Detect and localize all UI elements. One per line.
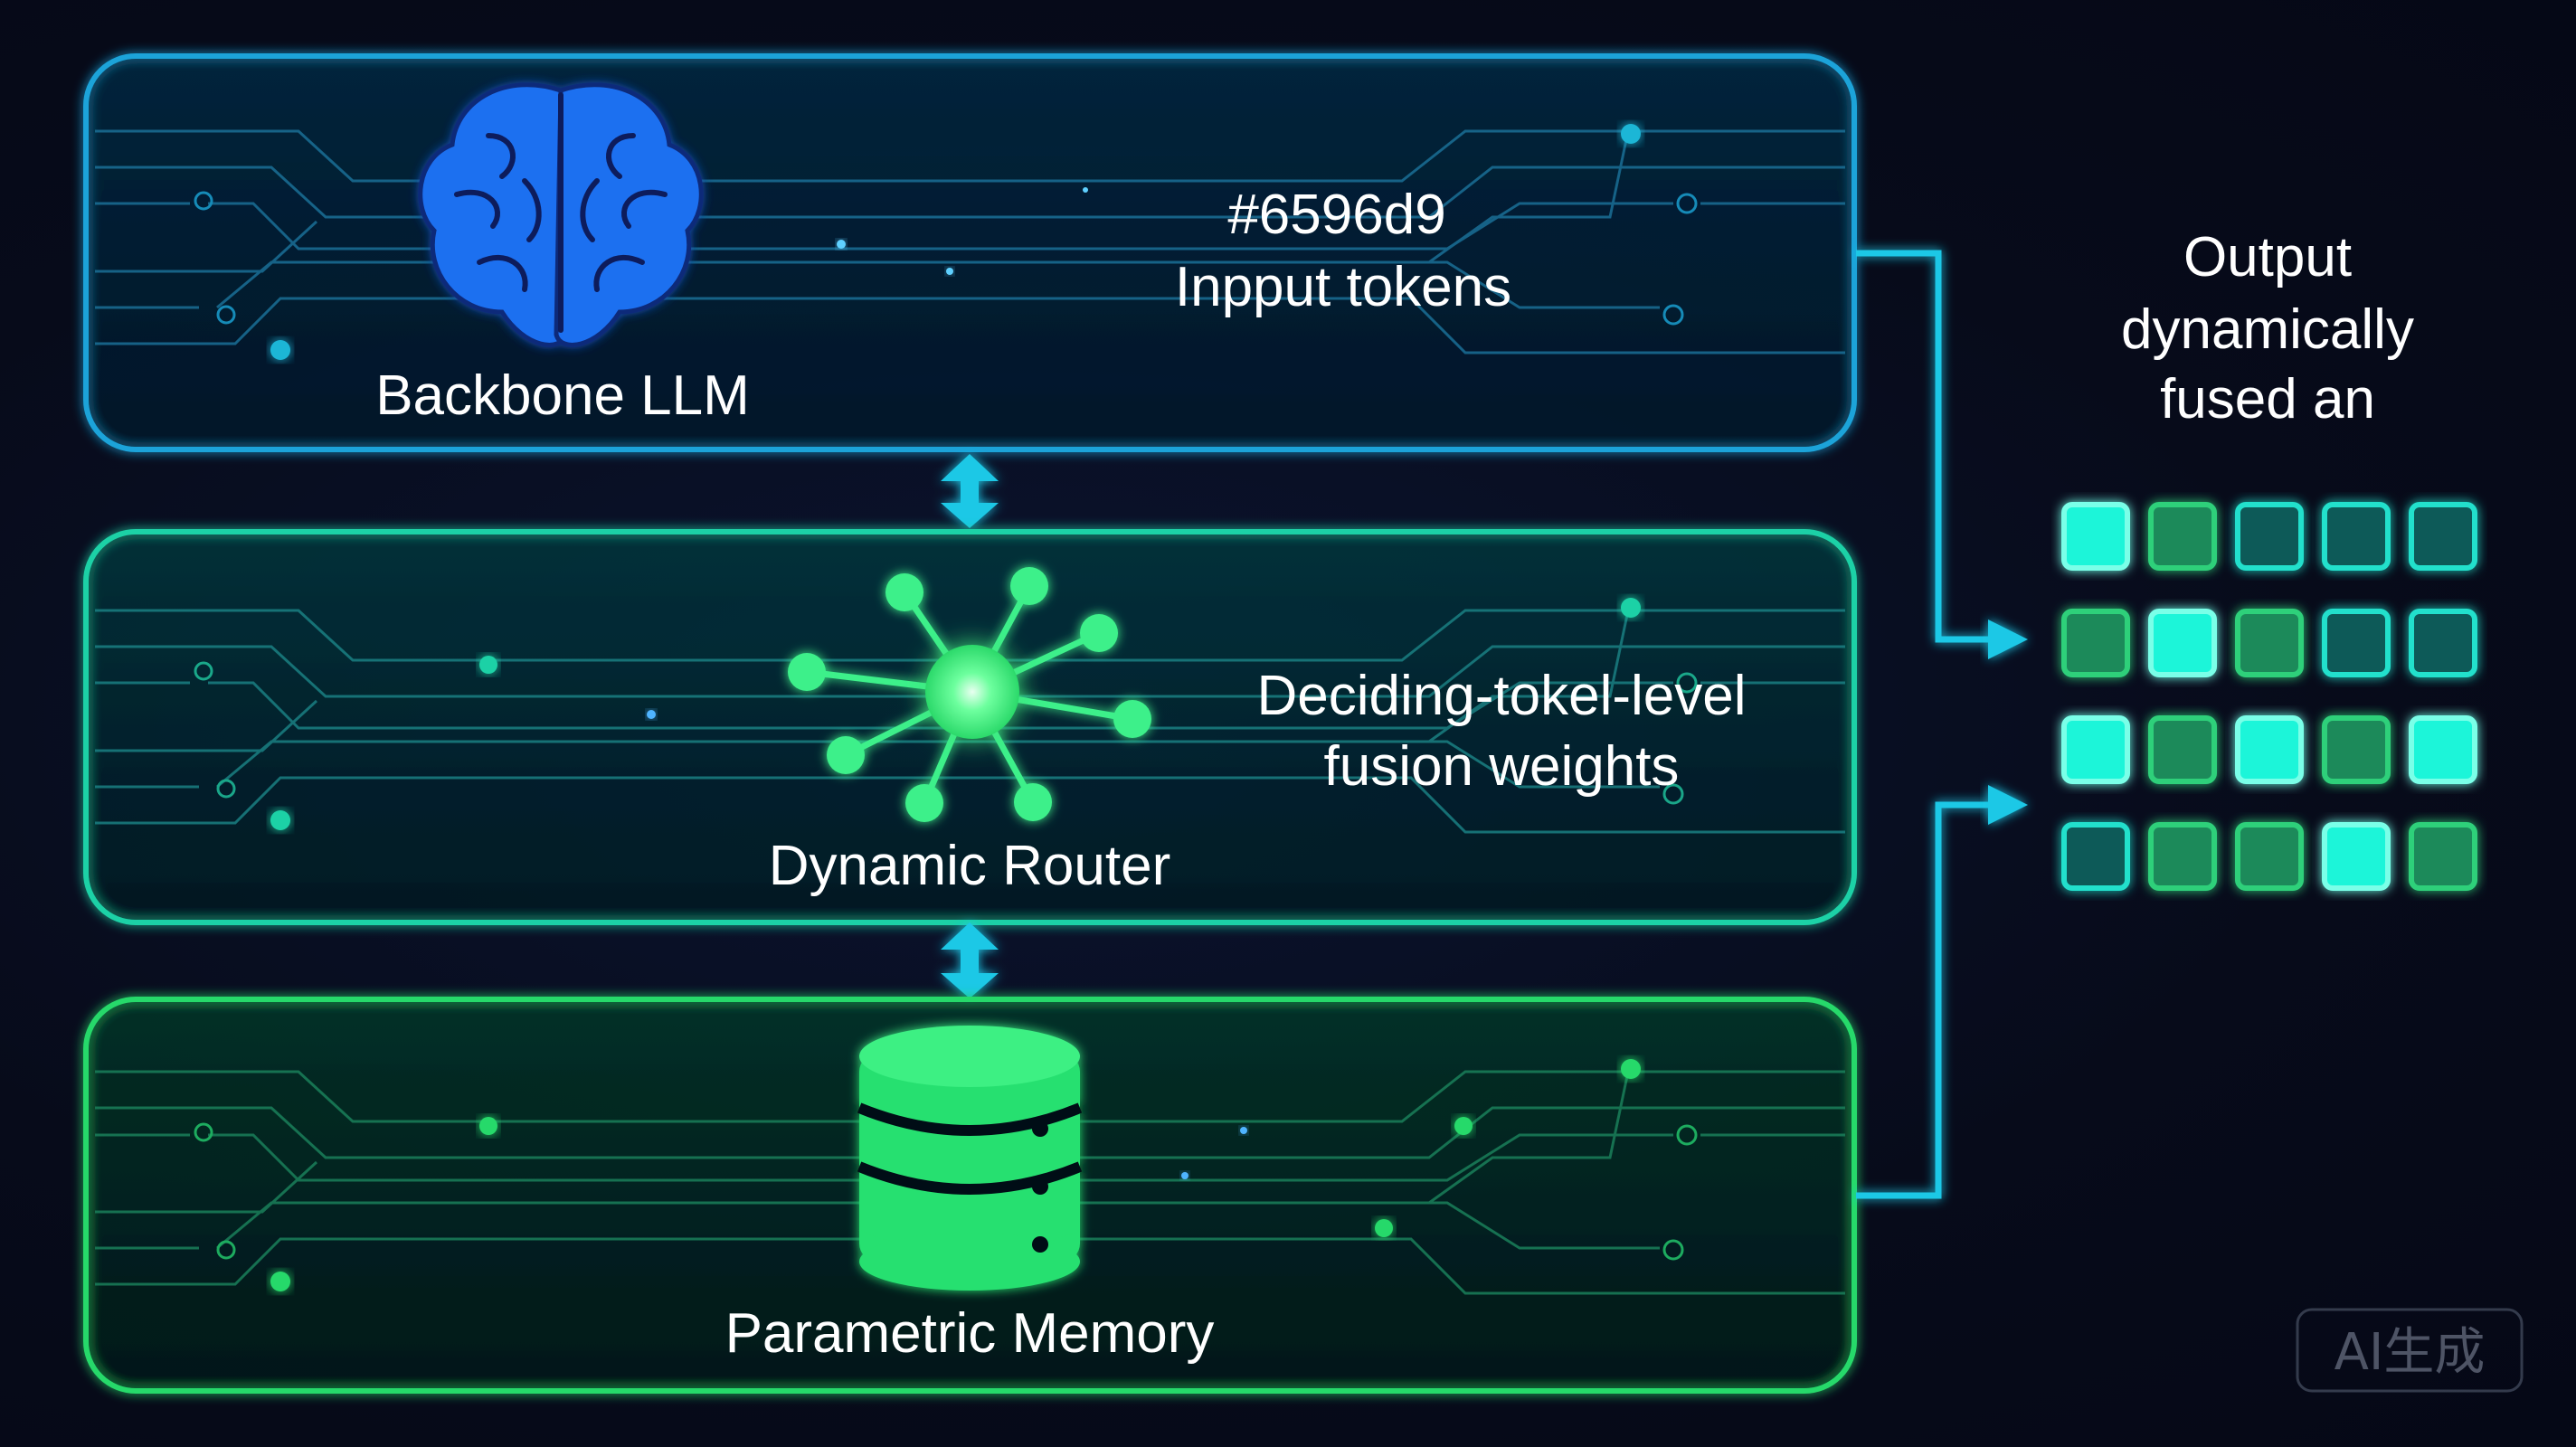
arrow-right-icon <box>1988 785 2028 825</box>
backbone-llm-panel: Backbone LLM #6596d9 Inpput tokens <box>83 53 1857 452</box>
token-cell <box>2409 502 2477 571</box>
database-icon <box>857 1026 1083 1291</box>
arrow-right-icon <box>1988 619 2028 659</box>
output-label-line1: Output <box>2183 226 2352 288</box>
brain-icon <box>418 82 704 347</box>
token-cell <box>2322 502 2391 571</box>
token-cell <box>2148 502 2217 571</box>
router-desc-line1: Decidinɡ-tokel-level <box>1256 665 1746 727</box>
token-cell <box>2061 822 2130 891</box>
arrowheads <box>1988 619 2028 825</box>
token-cell <box>2148 715 2217 784</box>
token-cell <box>2061 715 2130 784</box>
output-label: Output dynamically fused an <box>2121 226 2414 430</box>
token-cell <box>2235 502 2304 571</box>
bidirectional-arrow-icon <box>941 922 999 998</box>
token-cell <box>2322 822 2391 891</box>
dynamic-router-panel: Dynamic Router Decidinɡ-tokel-level fusi… <box>83 529 1857 925</box>
parametric-memory-label: Parametric Memory <box>725 1302 1215 1365</box>
watermark-badge: AI生成 <box>2296 1308 2524 1393</box>
token-cell <box>2409 822 2477 891</box>
circuit-traces <box>95 609 1845 834</box>
output-token-grid <box>2061 502 2477 891</box>
bidirectional-arrow-icon <box>941 454 999 528</box>
token-cell <box>2322 715 2391 784</box>
circuit-traces <box>95 129 1845 355</box>
parametric-memory-panel: Parametric Memory <box>83 997 1857 1394</box>
input-color-label: #6596d9 <box>1227 184 1445 246</box>
output-connectors <box>1856 250 1990 1199</box>
token-cell <box>2148 609 2217 677</box>
backbone-llm-label: Backbone LLM <box>375 364 750 427</box>
token-cell <box>2235 609 2304 677</box>
token-cell <box>2409 715 2477 784</box>
output-label-line3: fused an <box>2160 368 2375 430</box>
output-label-line2: dynamically <box>2121 298 2414 361</box>
token-cell <box>2061 609 2130 677</box>
token-cell <box>2322 609 2391 677</box>
network-hub-icon <box>788 567 1151 822</box>
router-desc-line2: fusion weights <box>1324 735 1680 798</box>
token-cell <box>2235 715 2304 784</box>
dynamic-router-label: Dynamic Router <box>769 835 1170 897</box>
watermark-text: AI生成 <box>2334 1323 2486 1382</box>
input-tokens-label: Inpput tokens <box>1175 256 1511 318</box>
token-cell <box>2061 502 2130 571</box>
token-cell <box>2409 609 2477 677</box>
token-cell <box>2235 822 2304 891</box>
token-cell <box>2148 822 2217 891</box>
